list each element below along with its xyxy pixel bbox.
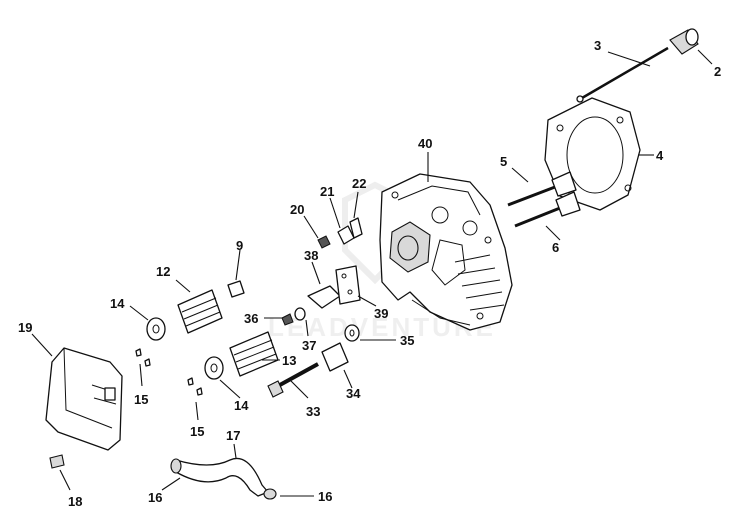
valves [507,171,581,228]
callout-39: 39 [374,306,388,321]
callout-12: 12 [156,264,170,279]
callout-40: 40 [418,136,432,151]
callout-2: 2 [714,64,721,79]
valve-keepers [135,348,203,396]
callout-15a: 15 [134,392,148,407]
rocker-arm [307,265,361,309]
callout-35: 35 [400,333,414,348]
callout-17: 17 [226,428,240,443]
callout-5: 5 [500,154,507,169]
cover-bolt [49,454,65,469]
callout-14a: 14 [110,296,125,311]
callout-36: 36 [244,311,258,326]
callout-33: 33 [306,404,320,419]
callout-9: 9 [236,238,243,253]
callout-22: 22 [352,176,366,191]
callout-19: 19 [18,320,32,335]
rocker-hardware [317,217,363,249]
callout-14b: 14 [234,398,249,413]
callout-37: 37 [302,338,316,353]
callout-13: 13 [282,353,296,368]
callout-6: 6 [552,240,559,255]
callout-3: 3 [594,38,601,53]
push-rod-assembly [576,28,699,103]
spring-retainers [146,317,224,380]
callout-labels: 2 3 4 5 6 9 12 13 14 14 15 15 16 16 17 1… [18,38,721,509]
callout-15b: 15 [190,424,204,439]
callout-34: 34 [346,386,361,401]
head-bolt-set [267,324,360,398]
valve-cap [227,280,245,298]
cylinder-head [379,173,513,331]
breather-hose [170,457,277,500]
valve-spring-lower [229,331,279,377]
leader-lines [31,49,713,497]
callout-4: 4 [656,148,664,163]
callout-16b: 16 [318,489,332,504]
callout-20: 20 [290,202,304,217]
callout-18: 18 [68,494,82,509]
callout-38: 38 [304,248,318,263]
rocker-pivot [281,307,306,326]
callout-16a: 16 [148,490,162,505]
valve-cover [45,347,123,451]
valve-spring-upper [177,289,223,334]
callout-21: 21 [320,184,334,199]
